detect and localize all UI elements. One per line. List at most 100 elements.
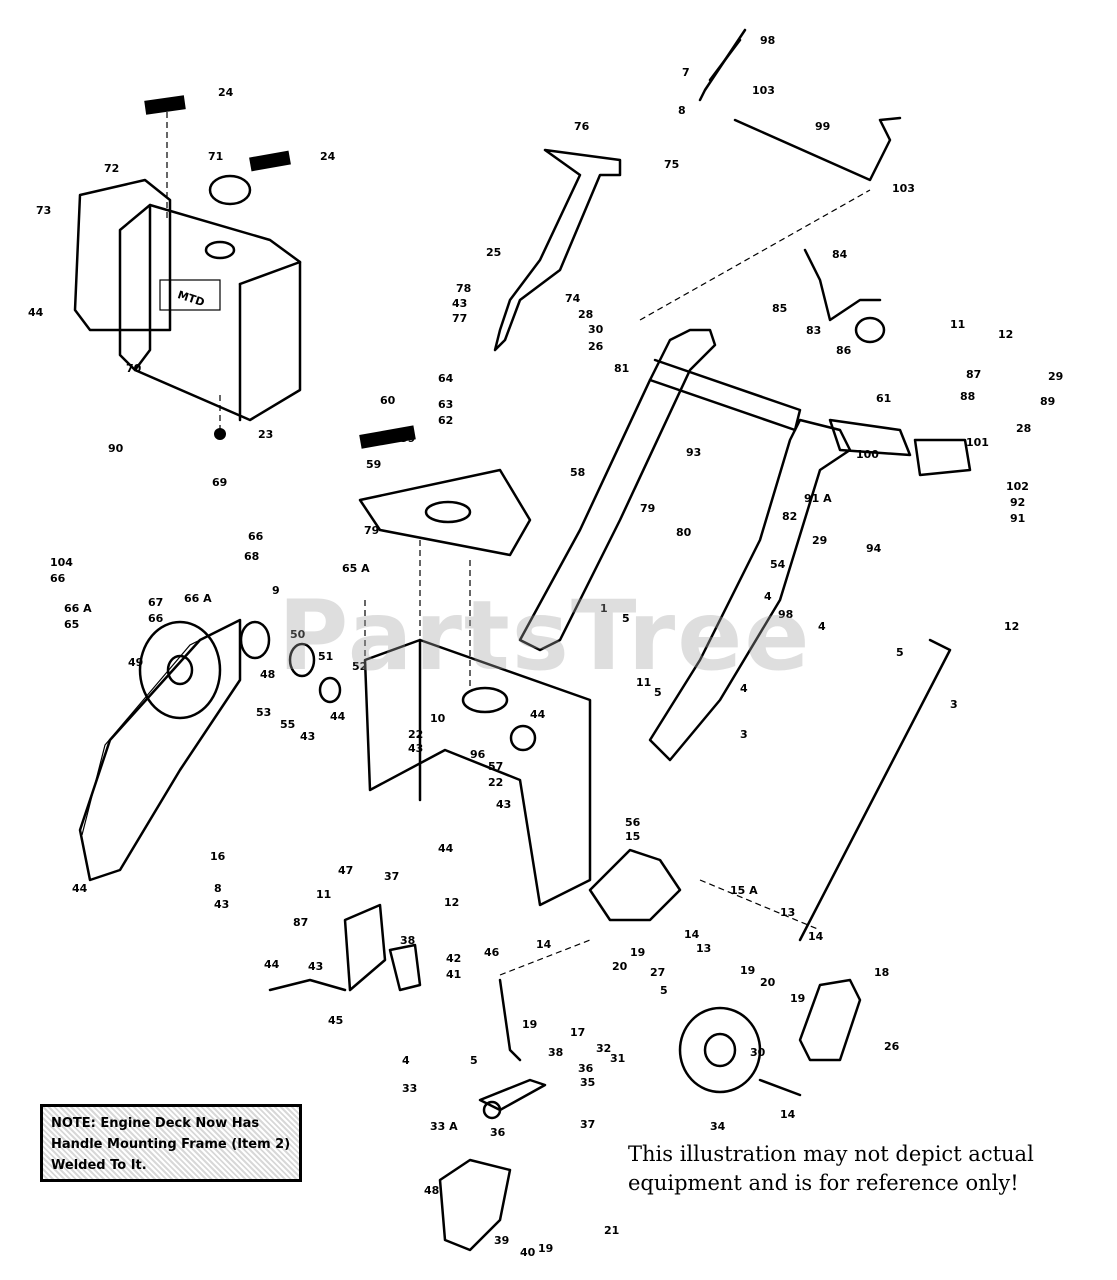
- callout-label: 14: [808, 930, 824, 943]
- disclaimer: This illustration may not depict actual …: [628, 1140, 1088, 1198]
- callout-label: 71: [208, 150, 223, 163]
- plate-17: [798, 978, 862, 1062]
- callout-label: 66: [50, 572, 66, 585]
- callout-label: 38: [548, 1046, 563, 1059]
- callout-label: 85: [772, 302, 787, 315]
- callout-label: 43: [496, 798, 511, 811]
- lower-drive: [268, 848, 862, 1252]
- callout-label: 40: [520, 1246, 536, 1259]
- callout-label: 88: [960, 390, 975, 403]
- callout-label: 14: [780, 1108, 796, 1121]
- callout-label: 11: [950, 318, 965, 331]
- callout-label: 32: [596, 1042, 611, 1055]
- fuel-tank: MTD: [73, 95, 302, 440]
- tank-logo: MTD: [176, 288, 206, 309]
- callout-label: 79: [640, 502, 655, 515]
- callout-label: 96: [470, 748, 486, 761]
- callout-label: 7: [682, 66, 690, 79]
- callout-label: 33 A: [430, 1120, 458, 1133]
- callout-label: 56: [625, 816, 641, 829]
- callout-label: 22: [408, 728, 423, 741]
- callout-label: 26: [588, 340, 604, 353]
- callout-label: 103: [752, 84, 775, 97]
- callout-label: 35: [580, 1076, 595, 1089]
- callout-label: 69: [212, 476, 227, 489]
- callout-label: 25: [486, 246, 501, 259]
- callout-label: 5: [470, 1054, 478, 1067]
- callout-label: 9: [272, 584, 280, 597]
- callout-label: 13: [696, 942, 711, 955]
- callout-label: 48: [260, 668, 275, 681]
- callout-label: 4: [402, 1054, 410, 1067]
- callout-label: 19: [522, 1018, 537, 1031]
- callout-label: 78: [456, 282, 471, 295]
- callout-label: 89: [1040, 395, 1055, 408]
- callout-label: 91: [1010, 512, 1025, 525]
- callout-label: 28: [1016, 422, 1031, 435]
- watermark: PartsTree: [278, 580, 812, 692]
- callout-label: 44: [530, 708, 546, 721]
- callout-label: 4: [764, 590, 772, 603]
- callout-label: 79: [364, 524, 379, 537]
- callout-label: 24: [218, 86, 234, 99]
- part-callouts: 9878103991032424727173447023767525784377…: [0, 0, 1063, 1259]
- callout-label: 21: [604, 1224, 619, 1237]
- handle-assembly: [493, 148, 972, 762]
- belt-39: [438, 1158, 512, 1252]
- callout-label: 43: [452, 297, 467, 310]
- callout-label: 44: [438, 842, 454, 855]
- callout-label: 82: [782, 510, 797, 523]
- callout-label: 15: [625, 830, 640, 843]
- callout-label: 44: [264, 958, 280, 971]
- callout-label: 14: [536, 938, 552, 951]
- callout-label: 37: [580, 1118, 595, 1131]
- callout-label: 46: [484, 946, 500, 959]
- callout-label: 34: [710, 1120, 726, 1133]
- callout-label: 104: [50, 556, 73, 569]
- callout-label: 53: [256, 706, 271, 719]
- callout-label: 4: [818, 620, 826, 633]
- callout-label: 20: [612, 960, 628, 973]
- callout-label: 103: [892, 182, 915, 195]
- note-line-1: NOTE: Engine Deck Now Has: [51, 1116, 260, 1131]
- callout-label: 13: [780, 906, 795, 919]
- callout-label: 54: [770, 558, 786, 571]
- callout-label: 92: [1010, 496, 1025, 509]
- callout-label: 76: [574, 120, 590, 133]
- callout-label: 65 A: [342, 562, 370, 575]
- callout-label: 23: [258, 428, 273, 441]
- control-rods: [639, 28, 902, 344]
- left-handle: [518, 328, 717, 652]
- callout-label: 16: [210, 850, 226, 863]
- tank-logo-plate: [159, 279, 221, 311]
- handle-crossbar: [648, 358, 802, 432]
- callout-label: 3: [950, 698, 958, 711]
- callout-label: 5: [896, 646, 904, 659]
- belt-47: [78, 618, 242, 882]
- callout-label: 81: [614, 362, 629, 375]
- fuel-cap: [208, 174, 252, 206]
- callout-label: 12: [998, 328, 1013, 341]
- callout-label: 15 A: [730, 884, 758, 897]
- disclaimer-line-1: This illustration may not depict actual: [628, 1142, 1034, 1166]
- callout-label: 17: [570, 1026, 585, 1039]
- callout-label: 1: [600, 602, 608, 615]
- callout-label: 57: [488, 760, 503, 773]
- callout-label: 22: [488, 776, 503, 789]
- callout-label: 20: [0, 0, 16, 3]
- callout-label: 66: [248, 530, 264, 543]
- callout-label: 75: [664, 158, 679, 171]
- callout-label: 91 A: [804, 492, 832, 505]
- callout-label: 39: [494, 1234, 509, 1247]
- callout-label: 61: [876, 392, 891, 405]
- callout-label: 27: [650, 966, 665, 979]
- callout-label: 84: [832, 248, 848, 261]
- callout-label: 67: [148, 596, 163, 609]
- callout-label: 43: [308, 960, 323, 973]
- callout-label: 29: [1048, 370, 1063, 383]
- callout-label: 36: [578, 1062, 594, 1075]
- engine-deck: [363, 540, 592, 907]
- callout-label: 52: [352, 660, 367, 673]
- rod-10: [798, 638, 952, 942]
